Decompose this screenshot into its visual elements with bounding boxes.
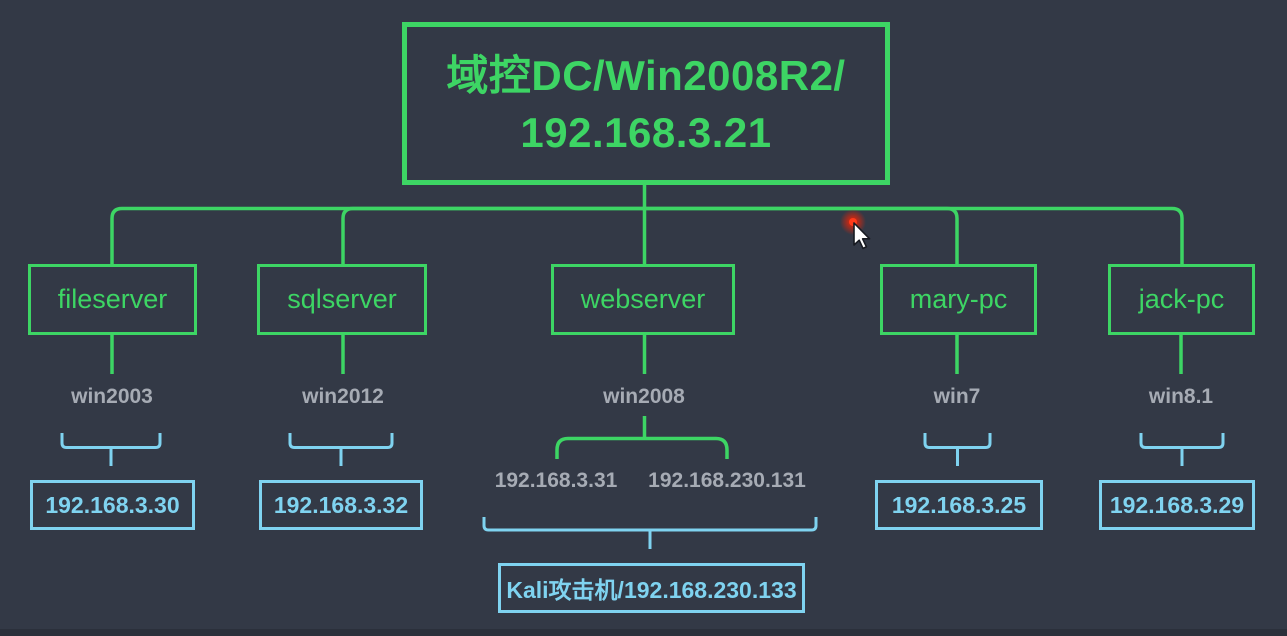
connector-dc-marypc (644, 206, 959, 264)
attacker-label: Kali攻击机/192.168.230.133 (506, 577, 797, 603)
os-label-mary-pc: win7 (933, 385, 981, 408)
node-mary-pc: mary-pc (880, 264, 1037, 335)
host-name: jack-pc (1138, 284, 1225, 314)
node-fileserver: fileserver (28, 264, 197, 335)
node-sqlserver: sqlserver (257, 264, 427, 335)
dc-title-line2: 192.168.3.21 (520, 108, 772, 156)
bracket-marypc-ip (923, 433, 992, 466)
ip-value: 192.168.3.29 (1109, 491, 1245, 518)
os-label-sqlserver: win2012 (302, 385, 384, 408)
cursor-arrow-icon (853, 222, 871, 250)
mouse-cursor (840, 209, 871, 250)
ip-box-jack-pc: 192.168.3.29 (1099, 480, 1255, 530)
host-name: fileserver (57, 284, 168, 314)
bottom-edge-shadow (0, 629, 1287, 636)
bracket-webserver-ips (555, 436, 729, 459)
ip-box-mary-pc: 192.168.3.25 (875, 480, 1043, 530)
ip-box-fileserver: 192.168.3.30 (30, 480, 195, 530)
ip-box-sqlserver: 192.168.3.32 (259, 480, 423, 530)
ip-value: 192.168.3.25 (891, 491, 1027, 518)
bracket-webserver-kali (482, 517, 818, 549)
os-label-webserver: win2008 (603, 385, 685, 408)
connector-dc-fileserver (110, 206, 645, 264)
os-label-fileserver: win2003 (71, 385, 153, 408)
webserver-ip-external: 192.168.230.131 (648, 469, 806, 492)
os-label-jack-pc: win8.1 (1148, 385, 1214, 408)
bracket-fileserver-ip (60, 433, 162, 466)
node-jack-pc: jack-pc (1108, 264, 1255, 335)
dc-title-line1: 域控DC/Win2008R2/ (446, 51, 846, 99)
ip-value: 192.168.3.30 (45, 491, 180, 518)
host-name: sqlserver (287, 284, 397, 314)
host-name: webserver (580, 284, 706, 314)
bracket-jackpc-ip (1139, 433, 1225, 466)
connector-dc-sqlserver (341, 206, 645, 264)
connector-dc-jackpc (644, 206, 1184, 264)
node-kali-attacker: Kali攻击机/192.168.230.133 (498, 563, 805, 613)
ip-value: 192.168.3.32 (273, 491, 409, 518)
node-webserver: webserver (551, 264, 735, 335)
node-domain-controller: 域控DC/Win2008R2/ 192.168.3.21 (402, 22, 890, 185)
bracket-sqlserver-ip (288, 433, 394, 466)
webserver-ip-internal: 192.168.3.31 (494, 469, 618, 492)
host-name: mary-pc (909, 284, 1008, 314)
